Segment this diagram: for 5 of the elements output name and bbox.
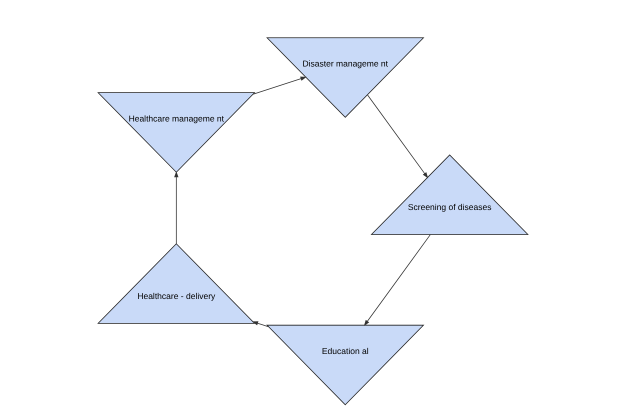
- arrow: [174, 171, 178, 244]
- arrow: [252, 321, 269, 328]
- arrow: [252, 76, 307, 95]
- arrow: [367, 94, 428, 178]
- arrow: [364, 234, 431, 326]
